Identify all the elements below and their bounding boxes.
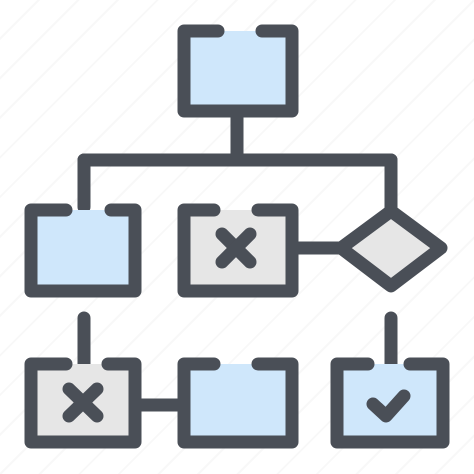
process-box-bottom-left — [24, 357, 142, 449]
cross-icon — [62, 382, 104, 423]
decision-diamond — [334, 204, 448, 293]
check-icon — [366, 389, 411, 423]
process-box-bottom-right — [330, 357, 450, 449]
process-box-mid-left — [24, 203, 142, 298]
process-box-top — [177, 24, 299, 118]
cross-icon — [215, 227, 257, 269]
process-box-mid-center — [177, 203, 299, 298]
process-box-bottom-center — [177, 357, 299, 449]
connector-lines — [77, 110, 398, 412]
